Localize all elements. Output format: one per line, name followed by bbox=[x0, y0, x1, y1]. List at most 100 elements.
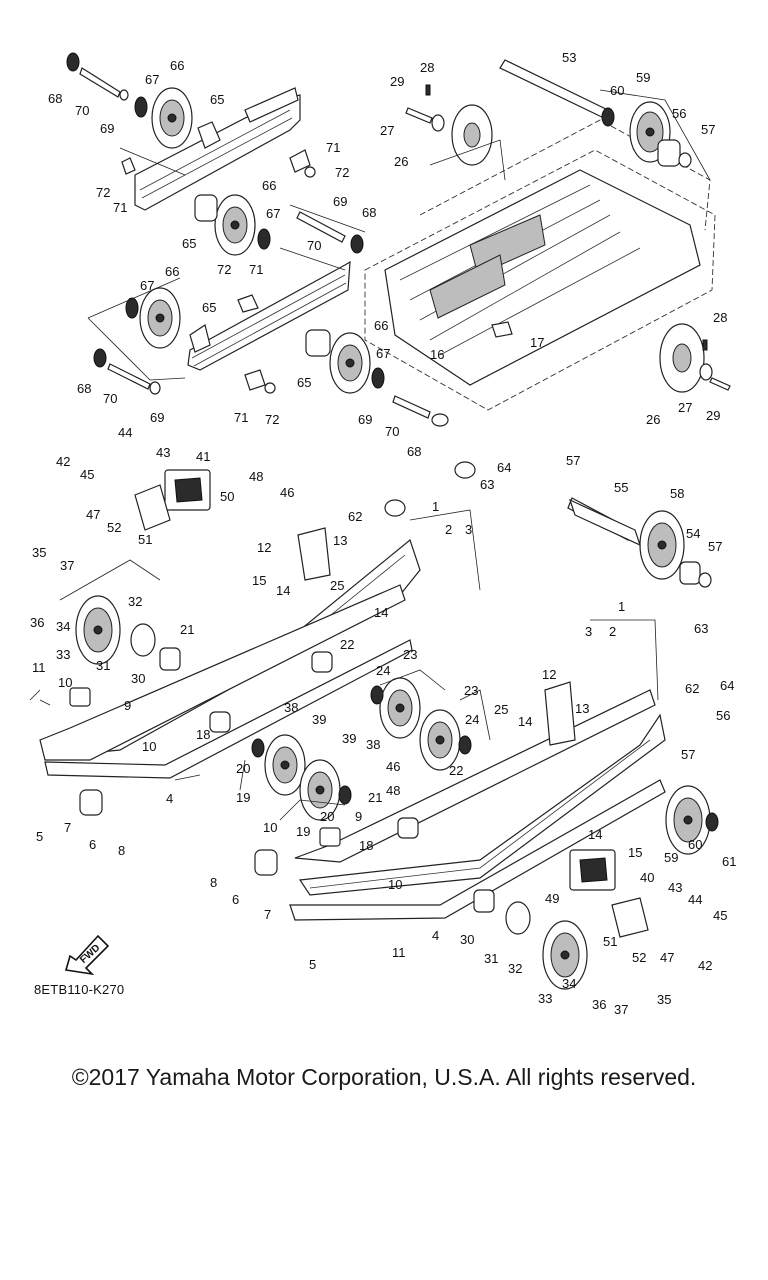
callout: 67 bbox=[376, 346, 390, 361]
callout: 66 bbox=[165, 264, 179, 279]
callout: 58 bbox=[670, 486, 684, 501]
callout: 13 bbox=[333, 533, 347, 548]
callout: 70 bbox=[75, 103, 89, 118]
callout: 69 bbox=[358, 412, 372, 427]
callout: 10 bbox=[142, 739, 156, 754]
callout: 65 bbox=[297, 375, 311, 390]
callout: 12 bbox=[257, 540, 271, 555]
callout: 50 bbox=[220, 489, 234, 504]
callout: 59 bbox=[636, 70, 650, 85]
callout: 68 bbox=[407, 444, 421, 459]
callout: 5 bbox=[309, 957, 316, 972]
callout: 27 bbox=[380, 123, 394, 138]
callout: 44 bbox=[118, 425, 132, 440]
callout: 31 bbox=[96, 658, 110, 673]
callout: 35 bbox=[657, 992, 671, 1007]
callout: 62 bbox=[348, 509, 362, 524]
callout: 41 bbox=[196, 449, 210, 464]
callout: 29 bbox=[706, 408, 720, 423]
callout: 48 bbox=[249, 469, 263, 484]
callout: 65 bbox=[210, 92, 224, 107]
callout: 39 bbox=[312, 712, 326, 727]
callout: 54 bbox=[686, 526, 700, 541]
callout: 61 bbox=[722, 854, 736, 869]
callout: 4 bbox=[166, 791, 173, 806]
callout: 7 bbox=[264, 907, 271, 922]
callout: 27 bbox=[678, 400, 692, 415]
callout: 57 bbox=[681, 747, 695, 762]
callout: 25 bbox=[330, 578, 344, 593]
callout: 39 bbox=[342, 731, 356, 746]
callout: 65 bbox=[182, 236, 196, 251]
callout: 5 bbox=[36, 829, 43, 844]
callout: 2 bbox=[445, 522, 452, 537]
callout: 57 bbox=[708, 539, 722, 554]
callout: 15 bbox=[628, 845, 642, 860]
callout: 11 bbox=[392, 945, 406, 960]
callout: 7 bbox=[64, 820, 71, 835]
callout: 38 bbox=[366, 737, 380, 752]
callout: 65 bbox=[202, 300, 216, 315]
parts-diagram: 68 70 69 67 66 65 71 72 66 67 69 70 68 7… bbox=[29, 50, 736, 1017]
part-number-labels: 68 70 69 67 66 65 71 72 66 67 69 70 68 7… bbox=[30, 50, 736, 1017]
callout: 10 bbox=[388, 877, 402, 892]
callout: 64 bbox=[497, 460, 511, 475]
callout: 60 bbox=[688, 837, 702, 852]
callout: 66 bbox=[262, 178, 276, 193]
callout: 36 bbox=[30, 615, 44, 630]
callout: 16 bbox=[430, 347, 444, 362]
callout: 22 bbox=[449, 763, 463, 778]
callout: 60 bbox=[610, 83, 624, 98]
callout: 62 bbox=[685, 681, 699, 696]
callout: 34 bbox=[56, 619, 70, 634]
callout: 14 bbox=[374, 605, 388, 620]
callout: 66 bbox=[170, 58, 184, 73]
callout: 15 bbox=[252, 573, 266, 588]
callout: 46 bbox=[386, 759, 400, 774]
callout: 70 bbox=[307, 238, 321, 253]
callout: 38 bbox=[284, 700, 298, 715]
callout: 2 bbox=[609, 624, 616, 639]
callout: 43 bbox=[668, 880, 682, 895]
callout: 64 bbox=[720, 678, 734, 693]
callout: 71 bbox=[249, 262, 263, 277]
callout: 25 bbox=[494, 702, 508, 717]
callout: 67 bbox=[266, 206, 280, 221]
callout: 12 bbox=[542, 667, 556, 682]
callout: 19 bbox=[236, 790, 250, 805]
callout: 67 bbox=[145, 72, 159, 87]
callout: 69 bbox=[150, 410, 164, 425]
callout: 71 bbox=[234, 410, 248, 425]
callout: 72 bbox=[265, 412, 279, 427]
callout: 35 bbox=[32, 545, 46, 560]
callout: 24 bbox=[465, 712, 479, 727]
callout: 46 bbox=[280, 485, 294, 500]
callout: 57 bbox=[566, 453, 580, 468]
callout: 55 bbox=[614, 480, 628, 495]
callout: 4 bbox=[432, 928, 439, 943]
callout: 69 bbox=[333, 194, 347, 209]
callout: 26 bbox=[394, 154, 408, 169]
callout: 71 bbox=[326, 140, 340, 155]
callout: 67 bbox=[140, 278, 154, 293]
callout: 37 bbox=[60, 558, 74, 573]
callout: 9 bbox=[124, 698, 131, 713]
callout: 56 bbox=[716, 708, 730, 723]
callout: 13 bbox=[575, 701, 589, 716]
callout: 68 bbox=[48, 91, 62, 106]
callout: 8 bbox=[210, 875, 217, 890]
callout: 40 bbox=[640, 870, 654, 885]
callout: 71 bbox=[113, 200, 127, 215]
callout: 22 bbox=[340, 637, 354, 652]
callout: 21 bbox=[180, 622, 194, 637]
copyright-notice: ©2017 Yamaha Motor Corporation, U.S.A. A… bbox=[71, 1064, 697, 1090]
callout: 45 bbox=[80, 467, 94, 482]
callout: 23 bbox=[403, 647, 417, 662]
callout: 32 bbox=[508, 961, 522, 976]
callout: 53 bbox=[562, 50, 576, 65]
callout: 51 bbox=[138, 532, 152, 547]
callout: 20 bbox=[236, 761, 250, 776]
callout: 29 bbox=[390, 74, 404, 89]
callout: 9 bbox=[355, 809, 362, 824]
callout: 70 bbox=[385, 424, 399, 439]
